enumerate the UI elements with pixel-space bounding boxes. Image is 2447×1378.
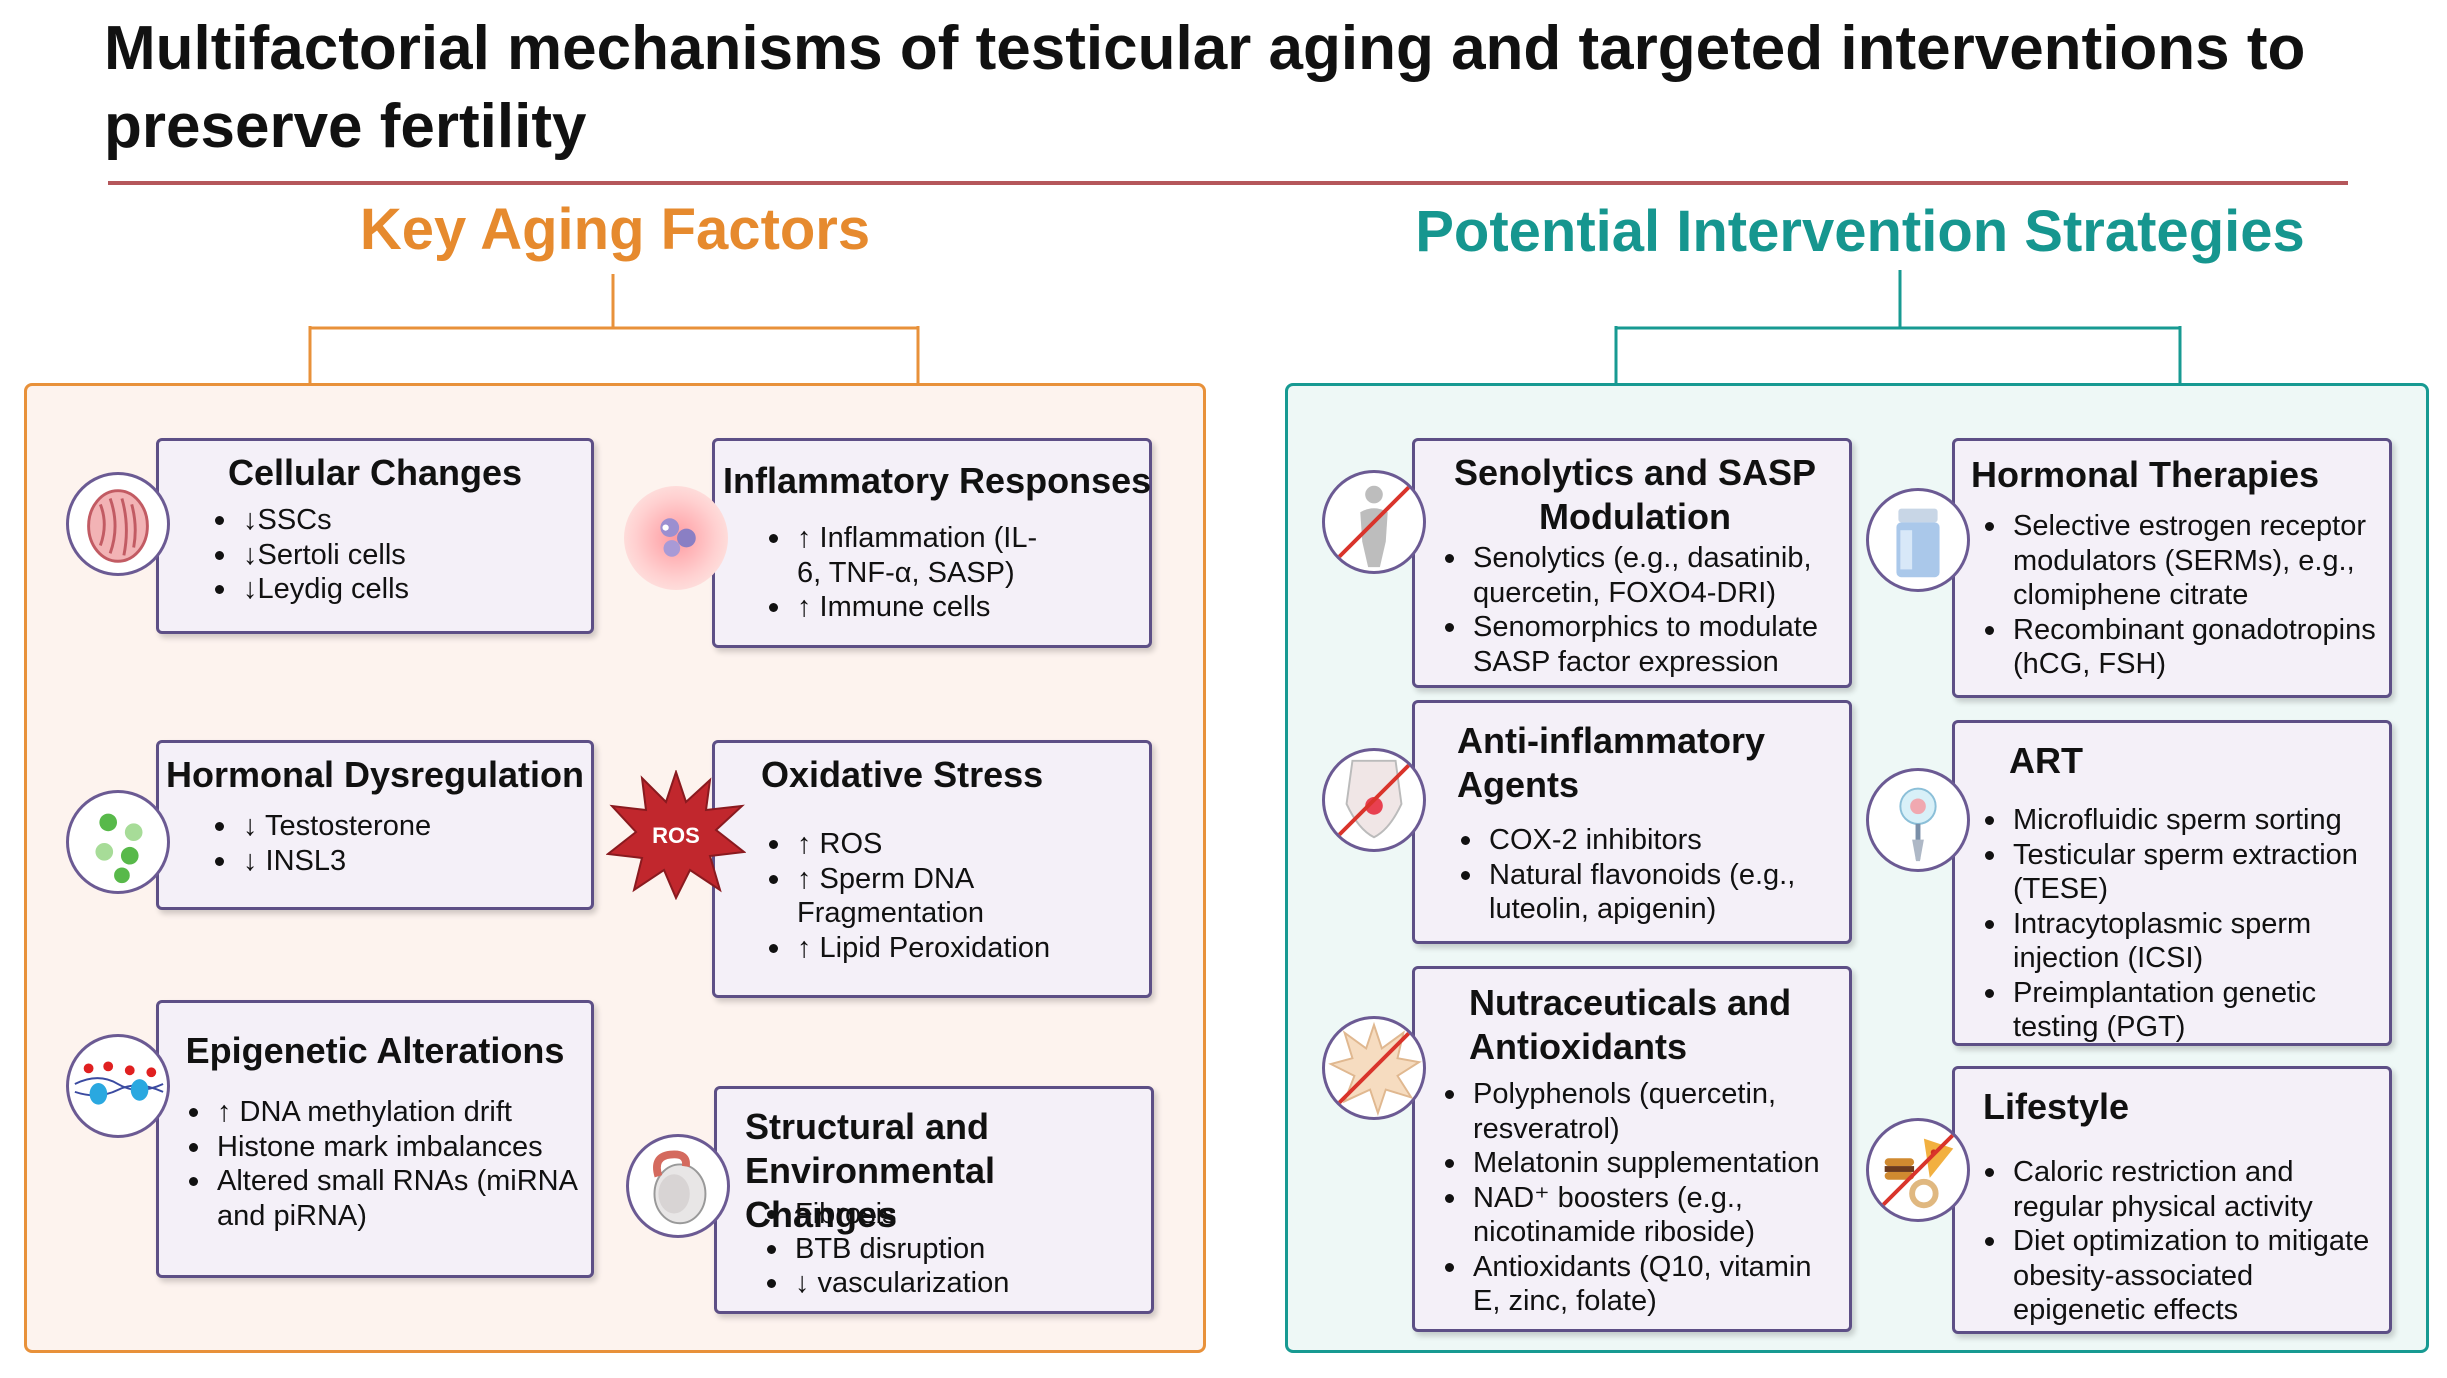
list-item: Altered small RNAs (miRNA and piRNA) bbox=[179, 1164, 589, 1233]
card-title: Anti-inflammatory Agents bbox=[1457, 720, 1766, 805]
testis-epididymis-icon bbox=[626, 1134, 730, 1238]
list-item: ↓ INSL3 bbox=[205, 844, 585, 879]
inflamed-pelvis-crossed-icon bbox=[1322, 748, 1426, 852]
right-heading-bracket bbox=[1614, 270, 2182, 384]
key-aging-factors-heading: Key Aging Factors bbox=[359, 197, 871, 262]
card-title: Hormonal Therapies bbox=[1971, 454, 2320, 495]
list-item: ↓ vascularization bbox=[757, 1266, 1137, 1301]
list-item: Fibrosis bbox=[757, 1197, 1137, 1232]
list-item: ↑ DNA methylation drift bbox=[179, 1095, 589, 1130]
list-item: Natural flavonoids (e.g., luteolin, apig… bbox=[1451, 858, 1841, 927]
card-title: ART bbox=[2009, 740, 2083, 781]
list-item: Antioxidants (Q10, vitamin E, zinc, fola… bbox=[1435, 1250, 1845, 1319]
list-item: COX-2 inhibitors bbox=[1451, 823, 1841, 858]
structural-environmental-card: Structural and Environmental Changes Fib… bbox=[714, 1086, 1154, 1314]
hormonal-therapies-card: Hormonal Therapies Selective estrogen re… bbox=[1952, 438, 2392, 698]
list-item: Senolytics (e.g., dasatinib, quercetin, … bbox=[1435, 541, 1845, 610]
pill-bottle-icon bbox=[1866, 488, 1970, 592]
oxidative-stress-card: Oxidative Stress ↑ ROS ↑ Sperm DNA Fragm… bbox=[712, 740, 1152, 998]
art-card: ART Microfluidic sperm sorting Testicula… bbox=[1952, 720, 2392, 1046]
micropipette-egg-icon bbox=[1866, 768, 1970, 872]
card-title: Epigenetic Alterations bbox=[185, 1030, 565, 1071]
list-item: Microfluidic sperm sorting bbox=[1975, 803, 2385, 838]
lifestyle-card: Lifestyle Caloric restriction and regula… bbox=[1952, 1066, 2392, 1334]
list-item: Histone mark imbalances bbox=[179, 1130, 589, 1165]
card-title: Lifestyle bbox=[1983, 1086, 2130, 1127]
list-item: ↓Leydig cells bbox=[205, 572, 585, 607]
ros-burst-icon: ROS bbox=[606, 770, 746, 900]
list-item: Intracytoplasmic sperm injection (ICSI) bbox=[1975, 907, 2385, 976]
ros-label: ROS bbox=[652, 823, 700, 848]
hormonal-dysregulation-card: Hormonal Dysregulation ↓ Testosterone ↓ … bbox=[156, 740, 594, 910]
senescent-person-crossed-icon bbox=[1322, 470, 1426, 574]
inflamed-cells-icon bbox=[624, 486, 728, 590]
left-heading-bracket bbox=[308, 274, 920, 384]
list-item: BTB disruption bbox=[757, 1232, 1137, 1267]
testis-cross-section-icon bbox=[66, 472, 170, 576]
title-divider bbox=[108, 181, 2348, 185]
list-item: Polyphenols (quercetin, resveratrol) bbox=[1435, 1077, 1845, 1146]
junk-food-crossed-icon bbox=[1866, 1118, 1970, 1222]
card-title: Structural and Environmental Changes bbox=[745, 1106, 996, 1235]
list-item: ↑ Lipid Peroxidation bbox=[759, 931, 1089, 966]
list-item: Selective estrogen receptor modulators (… bbox=[1975, 509, 2385, 613]
anti-inflammatory-card: Anti-inflammatory Agents COX-2 inhibitor… bbox=[1412, 700, 1852, 944]
list-item: ↑ Inflammation (IL-6, TNF-α, SASP) bbox=[759, 521, 1059, 590]
card-title: Oxidative Stress bbox=[761, 754, 1044, 795]
card-title: Inflammatory Responses bbox=[723, 460, 1152, 501]
list-item: Caloric restriction and regular physical… bbox=[1975, 1155, 2385, 1224]
list-item: Senomorphics to modulate SASP factor exp… bbox=[1435, 610, 1845, 679]
card-title: Nutraceuticals and Antioxidants bbox=[1469, 982, 1792, 1067]
list-item: ↑ Sperm DNA Fragmentation bbox=[759, 862, 1089, 931]
list-item: Testicular sperm extraction (TESE) bbox=[1975, 838, 2385, 907]
ros-burst-crossed-icon bbox=[1322, 1016, 1426, 1120]
list-item: Recombinant gonadotropins (hCG, FSH) bbox=[1975, 613, 2385, 682]
hormone-molecules-icon bbox=[66, 790, 170, 894]
list-item: ↑ Immune cells bbox=[759, 590, 1059, 625]
senolytics-card: Senolytics and SASP Modulation Senolytic… bbox=[1412, 438, 1852, 688]
inflammatory-responses-card: Inflammatory Responses ↑ Inflammation (I… bbox=[712, 438, 1152, 648]
nutraceuticals-card: Nutraceuticals and Antioxidants Polyphen… bbox=[1412, 966, 1852, 1332]
main-title: Multifactorial mechanisms of testicular … bbox=[104, 14, 2306, 161]
list-item: Preimplantation genetic testing (PGT) bbox=[1975, 976, 2385, 1045]
epigenetic-alterations-card: Epigenetic Alterations ↑ DNA methylation… bbox=[156, 1000, 594, 1278]
list-item: ↓Sertoli cells bbox=[205, 538, 585, 573]
list-item: ↓ Testosterone bbox=[205, 809, 585, 844]
card-title: Hormonal Dysregulation bbox=[165, 754, 585, 795]
list-item: ↓SSCs bbox=[205, 503, 585, 538]
cellular-changes-card: Cellular Changes ↓SSCs ↓Sertoli cells ↓L… bbox=[156, 438, 594, 634]
card-title: Senolytics and SASP Modulation bbox=[1453, 452, 1817, 537]
list-item: NAD⁺ boosters (e.g., nicotinamide ribosi… bbox=[1435, 1181, 1845, 1250]
list-item: Melatonin supplementation bbox=[1435, 1146, 1845, 1181]
dna-methylation-icon bbox=[66, 1034, 170, 1138]
list-item: ↑ ROS bbox=[759, 827, 1089, 862]
intervention-strategies-heading: Potential Intervention Strategies bbox=[1415, 199, 2305, 264]
card-title: Cellular Changes bbox=[227, 452, 523, 493]
list-item: Diet optimization to mitigate obesity-as… bbox=[1975, 1224, 2385, 1328]
